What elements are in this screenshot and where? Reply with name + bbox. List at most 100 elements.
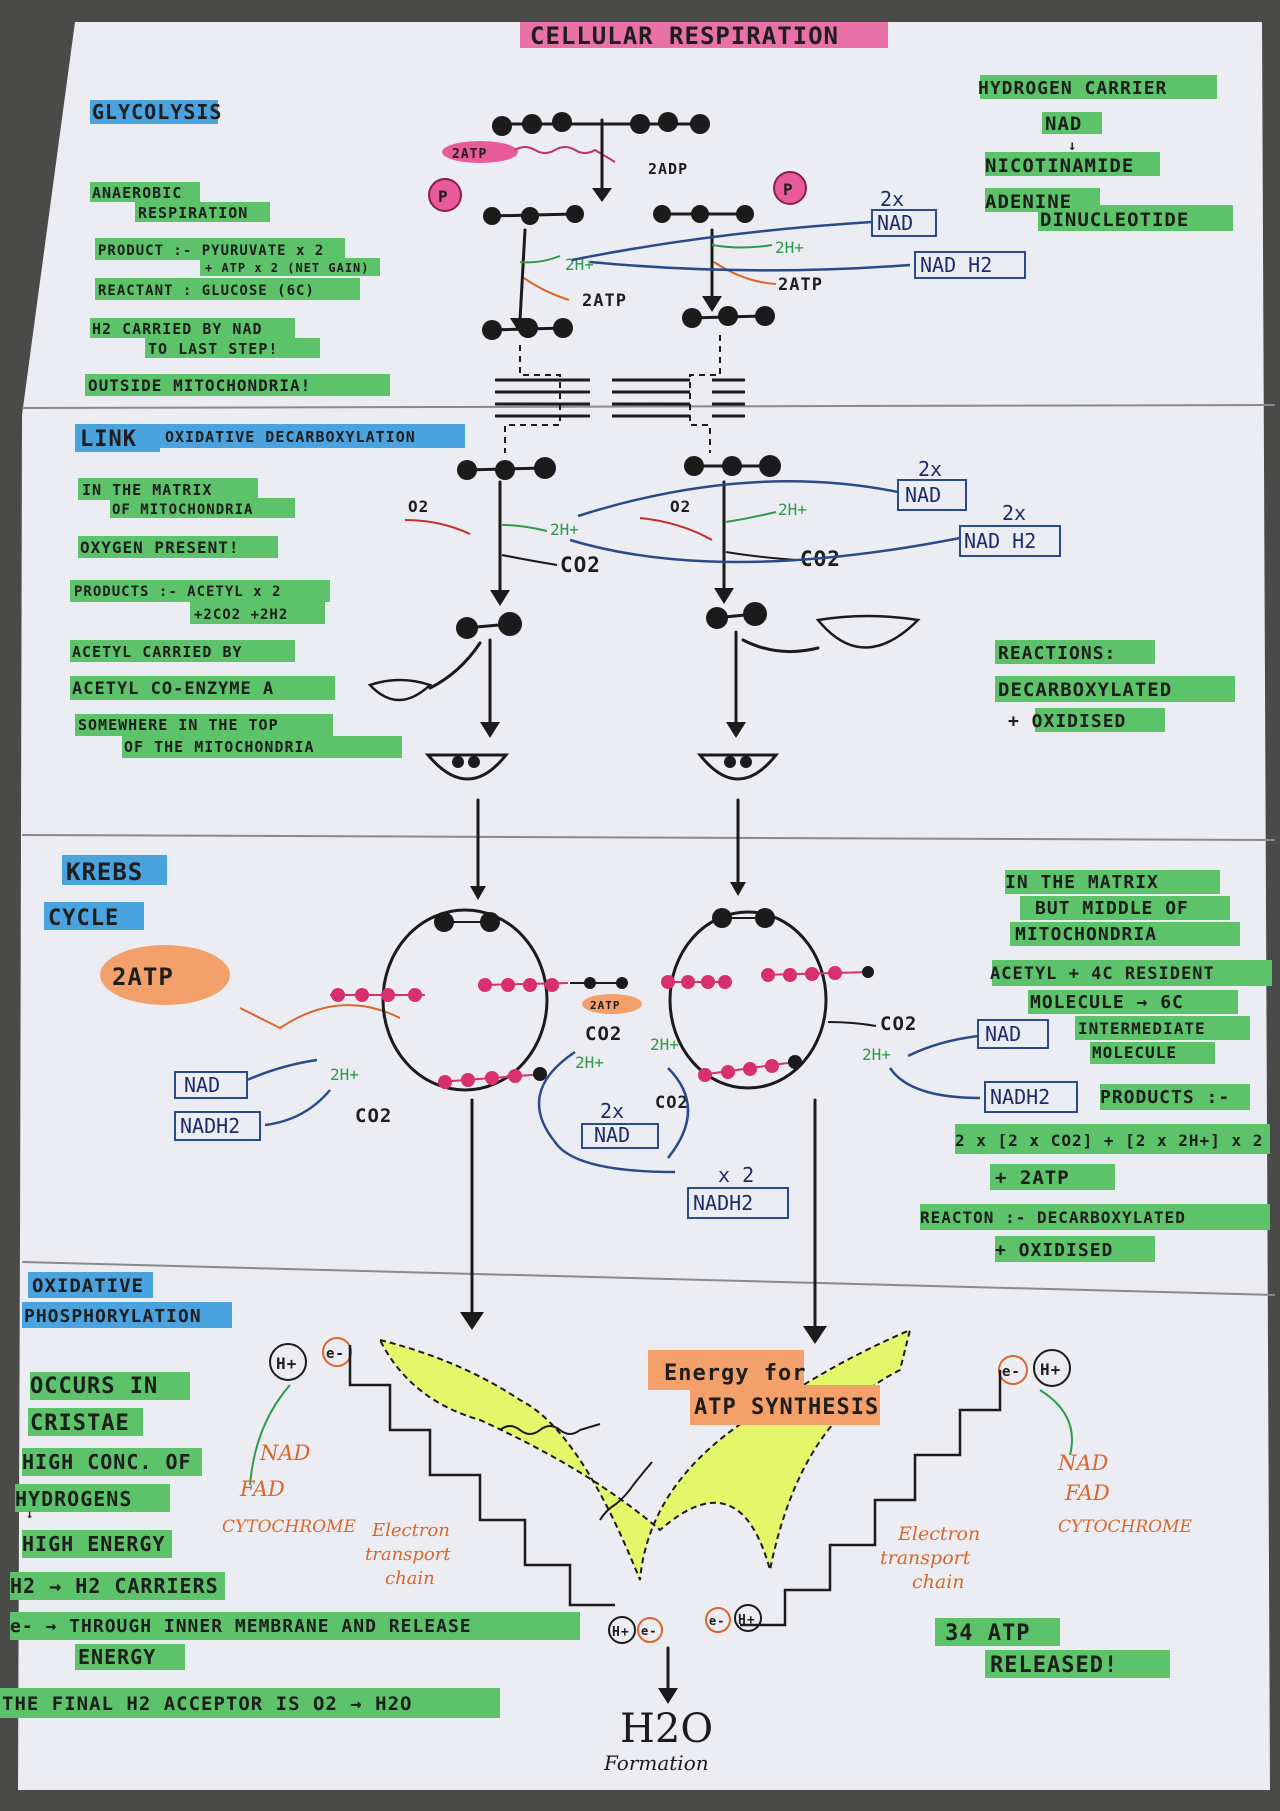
electron-bottom-right-icon [705, 1607, 731, 1633]
h2o-formation: Formation [603, 1751, 709, 1775]
hydrogen-carrier-title: HYDROGEN CARRIER [978, 78, 1167, 99]
acetyl-molecules [456, 602, 767, 639]
krebs-nad-left: NAD [184, 1073, 220, 1097]
link-nad-box [897, 479, 967, 511]
krebs-nadh-right-path [888, 1067, 981, 1100]
glycolysis-note-4: + ATP x 2 (NET GAIN) [205, 261, 370, 275]
etc-left-line-1: Electron [371, 1520, 450, 1541]
link-nad-count: 2x [918, 457, 942, 481]
electron-left-label: e- [326, 1346, 345, 1362]
krebs-h-plus-left: 2H+ [330, 1065, 359, 1084]
link-reactions-2: DECARBOXYLATED [998, 679, 1172, 701]
carrier-left-nad: NAD [259, 1441, 311, 1465]
krebs-note-7: MOLECULE [1092, 1043, 1177, 1062]
krebs-co2-right-arrow [827, 1021, 877, 1027]
link-h-plus-right: 2H+ [778, 500, 807, 519]
krebs-co2-lower: CO2 [655, 1093, 689, 1113]
krebs-heading-a: KREBS [66, 858, 143, 886]
carrier-right-fad: FAD [1064, 1481, 1110, 1505]
link-nadh-box [959, 525, 1061, 557]
glycolysis-h-plus-right: 2H+ [775, 238, 804, 257]
link-o2-left-arrow [404, 519, 471, 535]
glycolysis-note-8: OUTSIDE MITOCHONDRIA! [88, 376, 311, 395]
etc-right-line-2: transport [880, 1547, 971, 1569]
glycolysis-note-1: ANAEROBIC [92, 184, 182, 202]
link-heading-b: OXIDATIVE DECARBOXYLATION [165, 428, 416, 446]
phosphate-right-label: P [783, 180, 794, 199]
energy-label-highlight-1 [648, 1350, 804, 1390]
oxphos-note-9: THE FINAL H2 ACCEPTOR IS O2 → H2O [2, 1693, 413, 1715]
krebs-note-4: ACETYL + 4C RESIDENT [990, 964, 1215, 984]
acetyl-right-arrowhead [726, 722, 746, 738]
link-reactions-notes: REACTIONS: DECARBOXYLATED + OXIDISED [995, 640, 1235, 732]
hydrogen-carrier-nad: NAD [1045, 113, 1082, 135]
h2o-arrowhead [658, 1688, 678, 1704]
glycolysis-notes: ANAEROBIC RESPIRATION PRODUCT :- PYURUVA… [85, 182, 390, 396]
oxphos-note-arrow: ↓ [26, 1507, 34, 1521]
oxphos-note-6: H2 → H2 CARRIERS [10, 1574, 219, 1598]
glycolysis-heading: GLYCOLYSIS [92, 100, 222, 124]
h2o-label: H2O [620, 1706, 713, 1752]
atp-wavy-arrow [514, 146, 616, 163]
phosphate-right-icon [773, 171, 807, 205]
etc-right-line-3: chain [912, 1571, 965, 1593]
oxphos-note-2: CRISTAE [30, 1411, 130, 1436]
link-nad: NAD [905, 483, 941, 507]
fold-line-3 [21, 1261, 1276, 1296]
coenzyme-a-left-icon [367, 678, 433, 702]
carrier-left-arrow [249, 1384, 291, 1486]
krebs-h-plus-center: 2H+ [575, 1053, 604, 1072]
trioses [483, 205, 754, 225]
glycolysis-nadh-box [914, 251, 1026, 279]
hydrogen-carrier-n: NICOTINAMIDE [985, 155, 1134, 177]
link-o2-left: O2 [408, 497, 429, 516]
atp-arrow-left [523, 277, 570, 301]
etc-energy-wave-2 [599, 1461, 653, 1521]
krebs-note-10: + 2ATP [995, 1167, 1070, 1189]
oxphos-note-7: e- → THROUGH INNER MEMBRANE AND RELEASE [10, 1616, 472, 1637]
atp-arrow-right [713, 261, 777, 285]
h-plus-arrow-left [519, 255, 561, 264]
energy-label-highlight-2 [690, 1385, 880, 1425]
krebs-atp-label: 2ATP [112, 963, 174, 991]
krebs-note-1: IN THE MATRIX [1005, 872, 1159, 893]
hydrogen-carrier-a: ADENINE [985, 191, 1072, 213]
coenzyme-a-right-arrow [741, 638, 820, 654]
link-h-plus-left: 2H+ [550, 520, 579, 539]
paper-sheet [18, 22, 1270, 1790]
acetylcoa-left-arrowhead [470, 886, 486, 900]
krebs-co2-center: CO2 [585, 1023, 622, 1045]
carrier-left-cytochrome: CYTOCHROME [222, 1517, 356, 1537]
etc-energy-wave-1 [499, 1423, 601, 1435]
krebs-h-plus-right: 2H+ [862, 1045, 891, 1064]
oxphos-note-3: HIGH CONC. OF [22, 1450, 192, 1474]
krebs-center-loop [537, 1050, 676, 1174]
glycolysis-note-5: REACTANT : GLUCOSE (6C) [98, 283, 315, 299]
krebs-center-loop-2 [667, 1067, 690, 1159]
energy-label-1: Energy for [664, 1361, 806, 1386]
krebs-note-5: MOLECULE → 6C [1030, 992, 1184, 1013]
etc-stairs-right [740, 1370, 1002, 1627]
krebs-atp-small: 2ATP [590, 999, 621, 1012]
krebs-heading-b-highlight [44, 902, 144, 930]
etc-yellow-region [378, 1328, 912, 1581]
glycolysis-nadh: NAD H2 [920, 253, 992, 277]
krebs-cycle-right [661, 908, 874, 1090]
electron-bottom-left-label: e- [641, 1624, 657, 1638]
hydrogen-carrier-arrow: ↓ [1068, 138, 1077, 154]
link-left-arrowhead [490, 590, 510, 606]
link-o2-right-arrow [639, 517, 713, 541]
h-plus-bottom-left-icon [608, 1616, 636, 1644]
link-note-9: OF THE MITOCHONDRIA [124, 738, 315, 756]
link-nadh-path [569, 536, 961, 564]
krebs-nadh-right-box [984, 1081, 1078, 1113]
link-note-5: +2CO2 +2H2 [194, 607, 288, 623]
krebs-notes: IN THE MATRIX BUT MIDDLE OF MITOCHONDRIA… [920, 870, 1272, 1262]
link-heading-highlight [75, 424, 160, 452]
etc-left-line-2: transport [365, 1544, 451, 1565]
link-note-4: PRODUCTS :- ACETYL x 2 [74, 584, 281, 600]
h-plus-right-label: H+ [1040, 1360, 1061, 1379]
glycolysis-atp-right: 2ATP [778, 275, 823, 295]
oxphos-heading-a-highlight [28, 1272, 153, 1298]
